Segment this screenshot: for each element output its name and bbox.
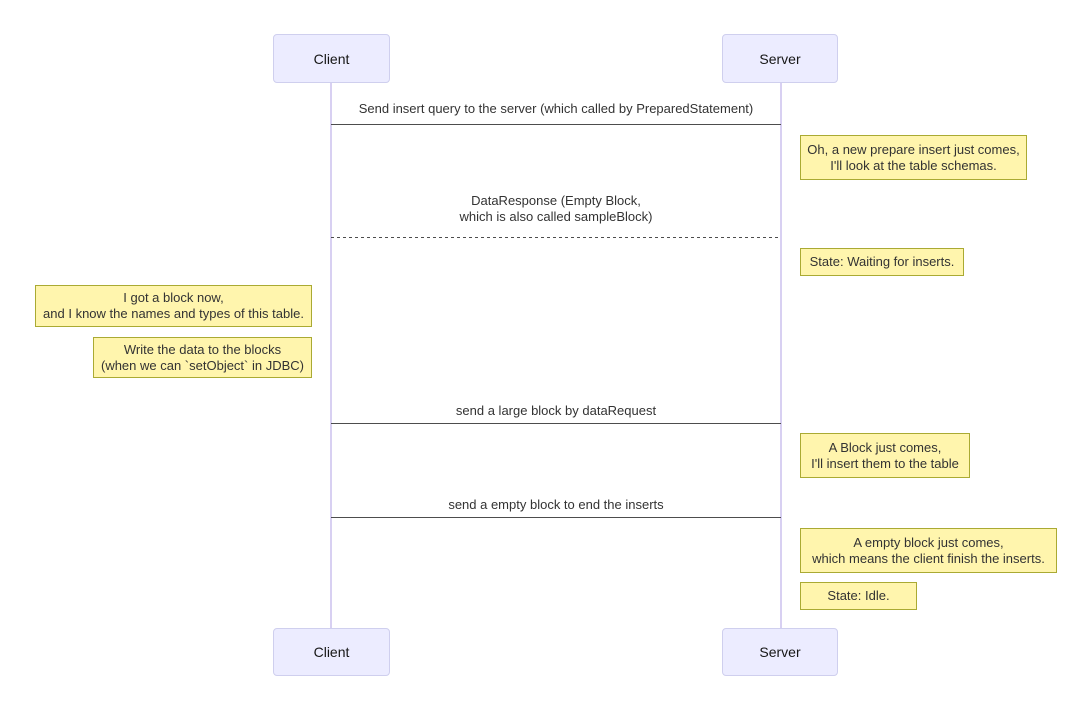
note-line: I'll look at the table schemas. — [830, 157, 997, 173]
actor-server-bottom: Server — [722, 628, 838, 676]
message-3-label: send a large block by dataRequest — [331, 403, 781, 419]
note-write-data: Write the data to the blocks (when we ca… — [93, 337, 312, 378]
note-line: and I know the names and types of this t… — [43, 306, 304, 321]
note-block-comes: A Block just comes, I'll insert them to … — [800, 433, 970, 478]
note-line: State: Waiting for inserts. — [809, 254, 955, 269]
actor-server-top-label: Server — [759, 50, 801, 67]
actor-server-top: Server — [722, 34, 838, 83]
message-1-label: Send insert query to the server (which c… — [331, 101, 781, 117]
note-line: A empty block just comes, — [853, 534, 1004, 550]
note-line: A Block just comes, — [828, 439, 942, 455]
message-3-text: send a large block by dataRequest — [455, 403, 657, 418]
note-line: (when we can `setObject` in JDBC) — [100, 357, 304, 373]
message-2-text-line1: DataResponse (Empty Block, — [471, 193, 641, 208]
message-1-text: Send insert query to the server (which c… — [358, 101, 754, 116]
actor-client-bottom-label: Client — [313, 644, 350, 660]
message-4-line — [331, 517, 781, 518]
message-3-line — [331, 423, 781, 424]
message-4-label: send a empty block to end the inserts — [331, 497, 781, 513]
note-state-waiting: State: Waiting for inserts. — [800, 248, 964, 276]
note-line: which means the client finish the insert… — [812, 550, 1045, 566]
note-got-block: I got a block now, and I know the names … — [35, 285, 312, 327]
note-line: I got a block now, — [123, 290, 224, 305]
note-empty-block: A empty block just comes, which means th… — [800, 528, 1057, 573]
actor-client-bottom: Client — [273, 628, 390, 676]
actor-server-bottom-label: Server — [759, 644, 801, 660]
note-prepare-insert: Oh, a new prepare insert just comes, I'l… — [800, 135, 1027, 180]
message-1-line — [331, 124, 781, 125]
message-4-text: send a empty block to end the inserts — [448, 497, 664, 512]
note-line: State: Idle. — [827, 588, 890, 603]
actor-client-top-label: Client — [313, 50, 350, 67]
note-line: I'll insert them to the table — [811, 455, 959, 471]
server-lifeline — [780, 83, 782, 628]
actor-client-top: Client — [273, 34, 390, 83]
message-2-label: DataResponse (Empty Block, which is also… — [331, 193, 781, 225]
message-2-line — [331, 237, 781, 238]
note-line: Write the data to the blocks — [123, 341, 282, 357]
client-lifeline — [330, 83, 332, 628]
note-state-idle: State: Idle. — [800, 582, 917, 610]
message-2-text-line2: which is also called sampleBlock) — [459, 209, 653, 224]
note-line: Oh, a new prepare insert just comes, — [807, 141, 1020, 157]
